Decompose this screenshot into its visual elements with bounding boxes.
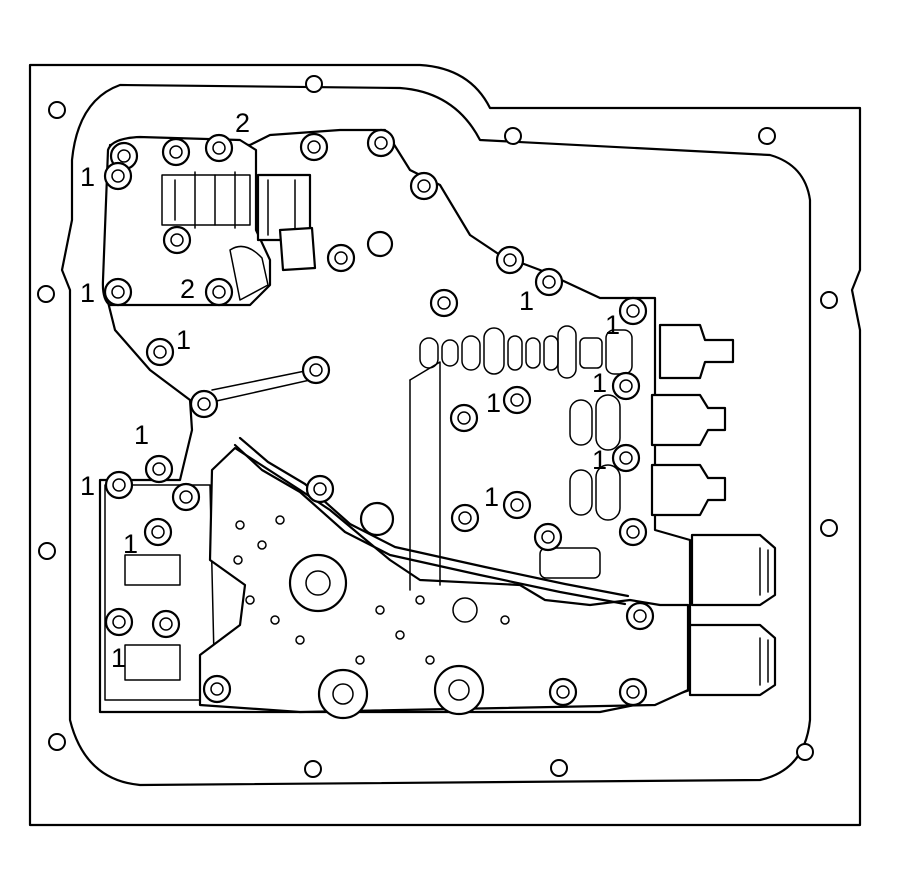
plate-holes [233, 515, 510, 665]
spool-valves-row [419, 325, 633, 379]
callout-label: 1 [134, 420, 149, 450]
callout-label: 1 [80, 471, 95, 501]
callout-label: 1 [592, 368, 607, 398]
gasket-inner-outline [60, 83, 812, 787]
callout-label: 1 [123, 529, 138, 559]
callout-labels: 1 2 1 1 2 1 1 1 1 1 1 1 1 1 1 [80, 108, 620, 673]
callout-label: 1 [486, 388, 501, 418]
oil-tube [233, 443, 627, 606]
right-spool-column [539, 394, 621, 579]
upper-left-cover [101, 135, 272, 307]
callout-label: 1 [519, 286, 534, 316]
separator-plate [198, 446, 690, 714]
right-solenoids [650, 323, 777, 697]
callout-label: 1 [176, 325, 191, 355]
callout-label: 1 [484, 482, 499, 512]
callout-label: 1 [111, 643, 126, 673]
valve-body-bolts [103, 128, 655, 707]
gasket-outer-outline [28, 63, 862, 827]
callout-label: 2 [180, 274, 195, 304]
callout-label: 1 [80, 278, 95, 308]
callout-label: 1 [605, 310, 620, 340]
callout-label: 2 [235, 108, 250, 138]
callout-label: 1 [592, 445, 607, 475]
callout-label: 1 [80, 162, 95, 192]
gasket-bolt-holes [37, 75, 838, 778]
